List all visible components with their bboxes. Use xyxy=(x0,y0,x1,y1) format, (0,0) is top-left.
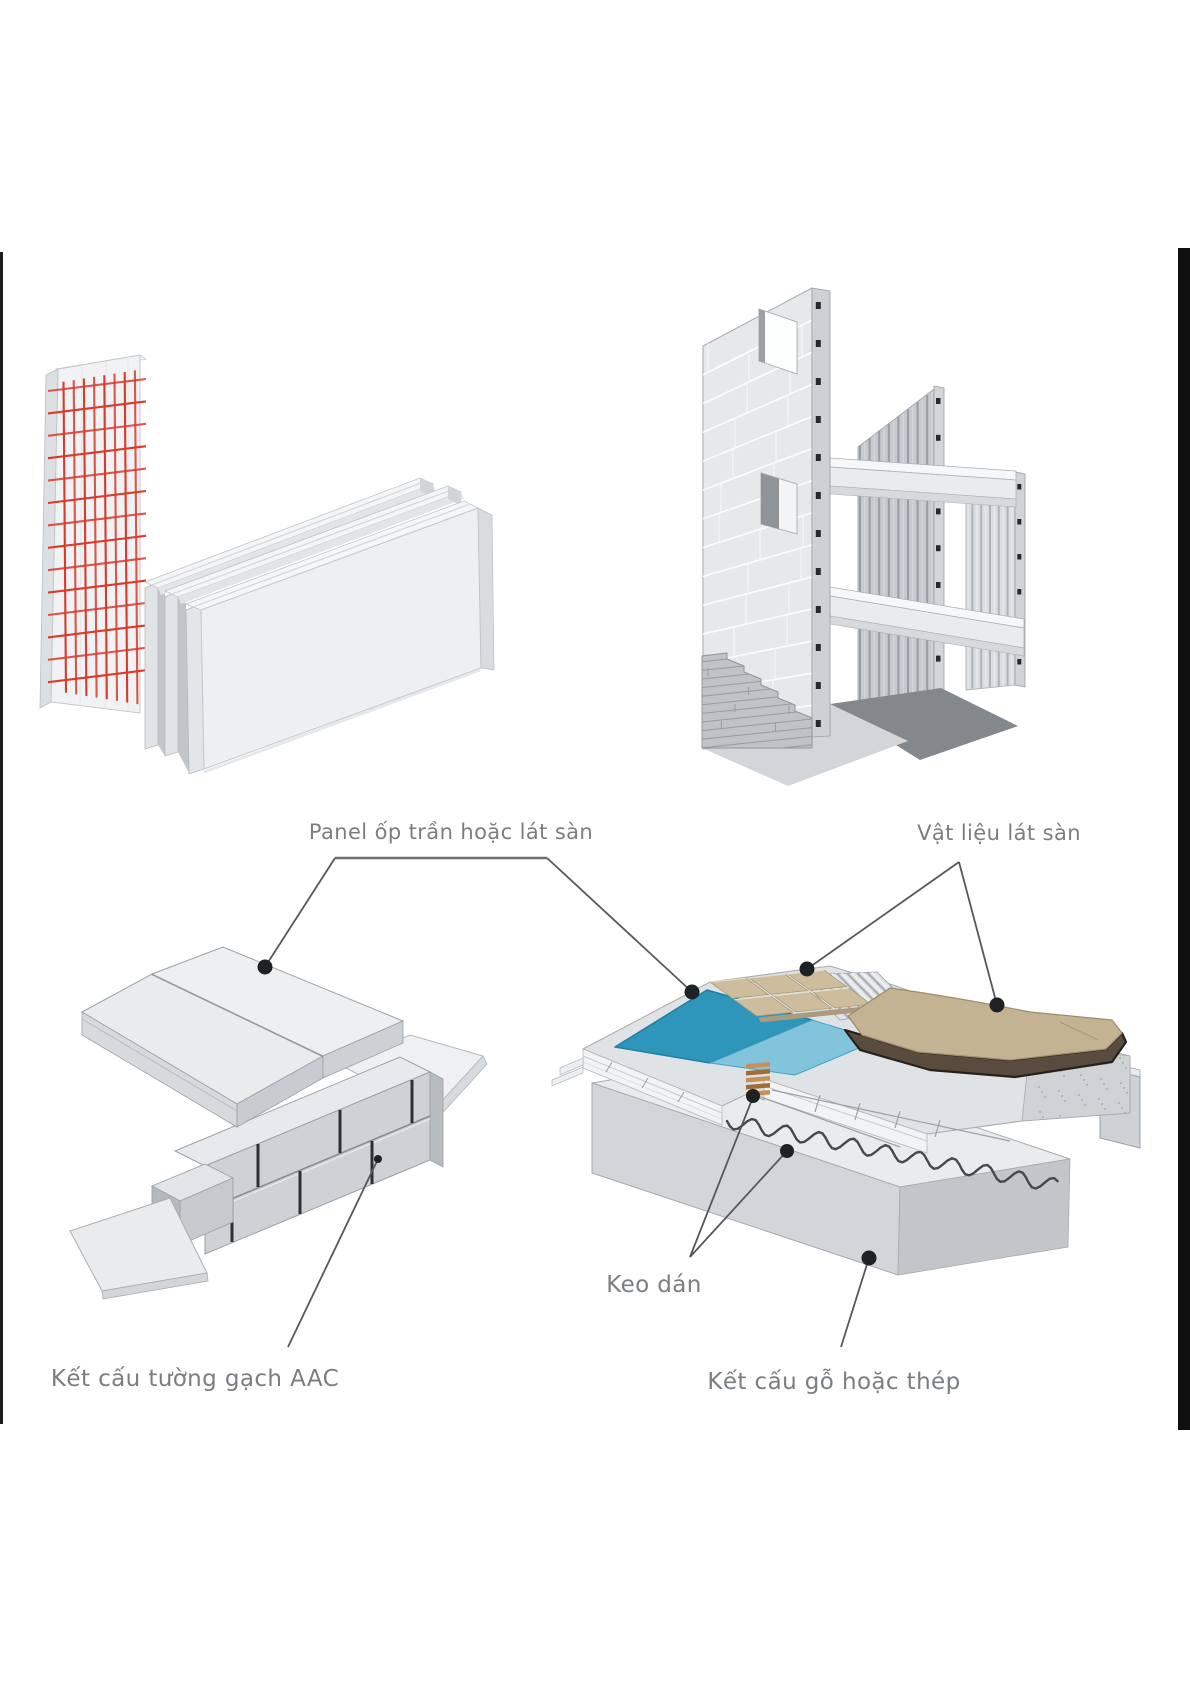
left-edge-artifact-bar xyxy=(0,252,3,1424)
mesh-panel-illustration xyxy=(39,354,148,714)
adhesive-bead-squiggle xyxy=(725,1117,1059,1190)
ceiling-panels xyxy=(80,946,405,1128)
leaning-panel xyxy=(69,1197,209,1300)
stacked-panels-illustration xyxy=(143,477,495,775)
label-floor-material: Vật liệu lát sàn xyxy=(917,821,1081,845)
wall-edge-column xyxy=(811,287,831,738)
label-aac-wall-structure: Kết cấu tường gạch AAC xyxy=(50,1366,340,1392)
leader-dots xyxy=(257,959,1005,1266)
floor-assembly-illustration xyxy=(551,965,1141,1276)
panel-connector-holes xyxy=(815,302,821,727)
window-opening-middle xyxy=(760,472,798,535)
steel-rebar-lines xyxy=(757,1089,1011,1148)
leader-lines xyxy=(264,856,998,1348)
brick-staircase xyxy=(701,652,813,749)
wall-and-ceiling-panels-illustration xyxy=(69,946,488,1300)
steel-mesh-grid xyxy=(47,370,147,705)
label-wood-steel-structure: Kết cấu gỗ hoặc thép xyxy=(707,1369,961,1395)
right-edge-artifact-bar xyxy=(1178,248,1190,1430)
carpet-underlay-layers xyxy=(843,987,1128,1079)
floor-slab-lower xyxy=(829,586,1025,657)
aac-block-wall xyxy=(150,1056,444,1255)
label-adhesive: Keo dán xyxy=(606,1272,702,1298)
ceramic-tiles xyxy=(708,969,878,1023)
ground-shadow xyxy=(830,688,1018,760)
ribbed-wall-right xyxy=(967,474,1013,689)
window-opening-upper xyxy=(758,308,798,375)
block-joint-lines xyxy=(703,315,812,748)
building-assembly-illustration xyxy=(701,287,1026,786)
label-panel-ceiling-floor: Panel ốp trần hoặc lát sàn xyxy=(308,820,594,844)
